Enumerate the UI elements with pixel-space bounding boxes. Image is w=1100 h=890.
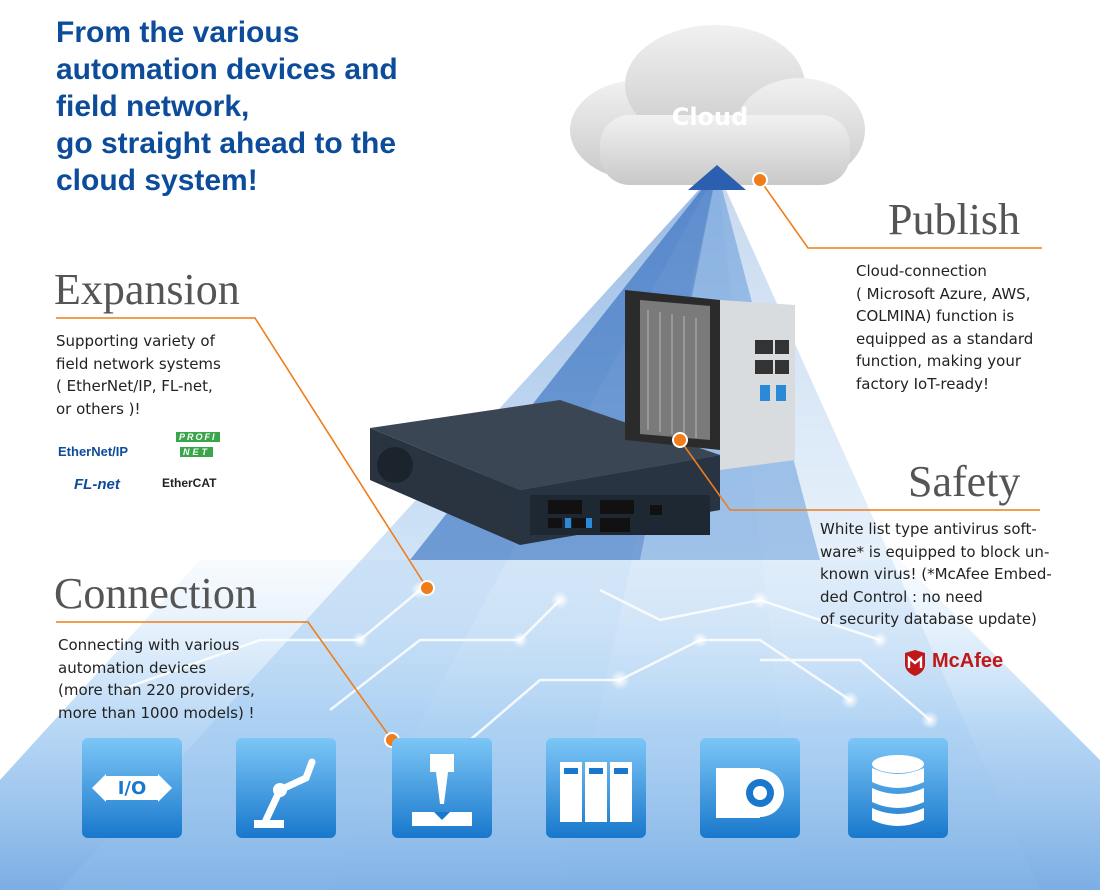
ethernet-ip-logo: EtherNet/IP bbox=[58, 444, 129, 459]
safety-description: White list type antivirus soft- ware* is… bbox=[820, 518, 1052, 631]
publish-line: equipped as a standard bbox=[856, 329, 1034, 348]
headline-line: automation devices and bbox=[56, 53, 398, 86]
expansion-title: Expansion bbox=[54, 265, 240, 314]
headline-line: From the various bbox=[56, 16, 300, 49]
headline: From the various automation devices and … bbox=[56, 14, 476, 199]
safety-line: of security database update) bbox=[820, 610, 1037, 628]
ethercat-logo: EtherCAT bbox=[162, 476, 217, 490]
robot-arm-icon bbox=[236, 738, 336, 838]
publish-line: factory IoT-ready! bbox=[856, 374, 990, 393]
database-icon bbox=[848, 738, 948, 838]
mcafee-logo: McAfee bbox=[932, 650, 1004, 672]
expansion-line: or others )! bbox=[56, 399, 141, 418]
headline-line: go straight ahead to the bbox=[56, 127, 397, 160]
expansion-line: ( EtherNet/IP, FL-net, bbox=[56, 377, 213, 395]
headline-line: field network, bbox=[56, 90, 250, 123]
mcafee-shield-icon bbox=[905, 650, 925, 676]
camera-icon bbox=[700, 738, 800, 838]
connection-line: (more than 220 providers, bbox=[58, 681, 255, 699]
profinet-logo-bottom: NET bbox=[180, 447, 213, 457]
safety-line: White list type antivirus soft- bbox=[820, 520, 1037, 538]
publish-title: Publish bbox=[888, 195, 1021, 244]
connection-title: Connection bbox=[54, 569, 257, 618]
io-icon: I/O bbox=[82, 738, 182, 838]
publish-line: function, making your bbox=[856, 352, 1021, 370]
cloud-label: Cloud bbox=[671, 103, 749, 131]
svg-text:I/O: I/O bbox=[118, 778, 147, 799]
safety-line: ware* is equipped to block un- bbox=[820, 542, 1050, 561]
drill-press-icon bbox=[392, 738, 492, 838]
safety-line: ded Control : no need bbox=[820, 587, 983, 606]
headline-line: cloud system! bbox=[56, 164, 258, 197]
safety-line: known virus! (*McAfee Embed- bbox=[820, 565, 1052, 583]
publish-description: Cloud-connection ( Microsoft Azure, AWS,… bbox=[856, 260, 1033, 395]
expansion-line: field network systems bbox=[56, 354, 221, 373]
connection-description: Connecting with various automation devic… bbox=[58, 634, 255, 724]
publish-line: ( Microsoft Azure, AWS, bbox=[856, 284, 1031, 303]
expansion-description: Supporting variety of field network syst… bbox=[56, 330, 221, 420]
industrial-pc-icon bbox=[370, 290, 795, 545]
publish-line: Cloud-connection bbox=[856, 262, 987, 280]
connection-line: more than 1000 models) ! bbox=[58, 703, 255, 722]
arrow-up-icon bbox=[688, 165, 746, 190]
safety-title: Safety bbox=[908, 457, 1021, 506]
expansion-line: Supporting variety of bbox=[56, 332, 215, 350]
publish-line: COLMINA) function is bbox=[856, 307, 1015, 325]
cloud-icon bbox=[570, 25, 865, 185]
connection-line: Connecting with various bbox=[58, 636, 240, 654]
connection-line: automation devices bbox=[58, 658, 207, 677]
profinet-logo-top: PROFI bbox=[176, 432, 220, 442]
flnet-logo: FL-net bbox=[74, 476, 120, 493]
control-cabinet-icon bbox=[546, 738, 646, 838]
